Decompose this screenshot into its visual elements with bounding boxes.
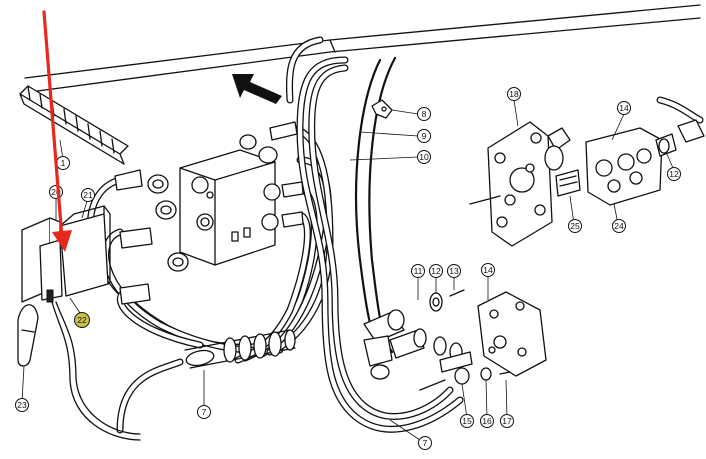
callout-21-label: 21 [83,190,93,200]
callout-1-label: 1 [61,158,66,168]
callout-10: 10 [417,150,431,164]
callout-14-bottom: 14 [481,263,495,277]
plate-part-24 [585,127,663,206]
callout-24: 24 [612,219,626,233]
sleeve-part-23 [17,304,39,367]
callout-12-bottom-label: 12 [431,266,441,276]
callout-7-right: 7 [418,436,432,450]
callout-8-label: 8 [422,109,427,119]
callout-7-left: 7 [197,405,211,419]
callout-20-label: 20 [51,187,61,197]
clip-part-8 [371,99,393,119]
callout-9: 9 [417,129,431,143]
callout-7-left-label: 7 [202,407,207,417]
callout-22-label: 22 [77,315,87,325]
callout-17: 17 [500,414,514,428]
callout-17-label: 17 [502,416,512,426]
callout-16: 16 [480,414,494,428]
callout-7-right-label: 7 [423,438,428,448]
callout-8: 8 [417,107,431,121]
coupling-part-25 [555,169,581,197]
fittings-11-13 [419,289,511,391]
flange-plate-18 [469,121,571,247]
callout-20: 20 [49,185,63,199]
callout-25: 25 [568,219,582,233]
valve-block [114,121,304,305]
callout-14-bottom-label: 14 [483,265,493,275]
fitting-cluster [223,331,282,363]
callout-21: 21 [81,188,95,202]
callout-15-label: 15 [462,416,472,426]
callout-23-label: 23 [17,400,27,410]
callout-11: 11 [411,264,425,278]
callout-25-label: 25 [570,221,580,231]
leader-lines [21,99,674,441]
bracket-part-1 [19,85,129,165]
callout-18: 18 [507,87,521,101]
callout-labels: 1 7 7 8 9 10 11 12 [15,87,681,450]
callout-22-highlighted: 22 [74,312,90,328]
callout-13-label: 13 [449,266,459,276]
callout-16-label: 16 [482,416,492,426]
callout-15: 15 [460,414,474,428]
manifold-part-14 [477,291,547,377]
callout-12-top: 12 [667,167,681,181]
callout-10-label: 10 [419,152,429,162]
callout-23: 23 [15,398,29,412]
elbow-fittings [363,309,427,380]
callout-24-label: 24 [614,221,624,231]
red-annotation-arrow [42,10,72,252]
valve-fittings [114,121,304,305]
callout-13: 13 [447,264,461,278]
callout-9-label: 9 [422,131,427,141]
connector-assembly [21,205,141,441]
callout-12-bottom: 12 [429,264,443,278]
direction-arrow [232,74,282,104]
callout-14-top-label: 14 [619,103,629,113]
connector-part-12-top [655,133,677,157]
callout-12-top-label: 12 [669,169,679,179]
hose-end-top-right [656,96,705,143]
callout-11-label: 11 [414,266,423,276]
callout-18-label: 18 [509,89,519,99]
callout-14-top: 14 [617,101,631,115]
callout-1: 1 [56,156,70,170]
cab-frame-lines [24,4,701,93]
